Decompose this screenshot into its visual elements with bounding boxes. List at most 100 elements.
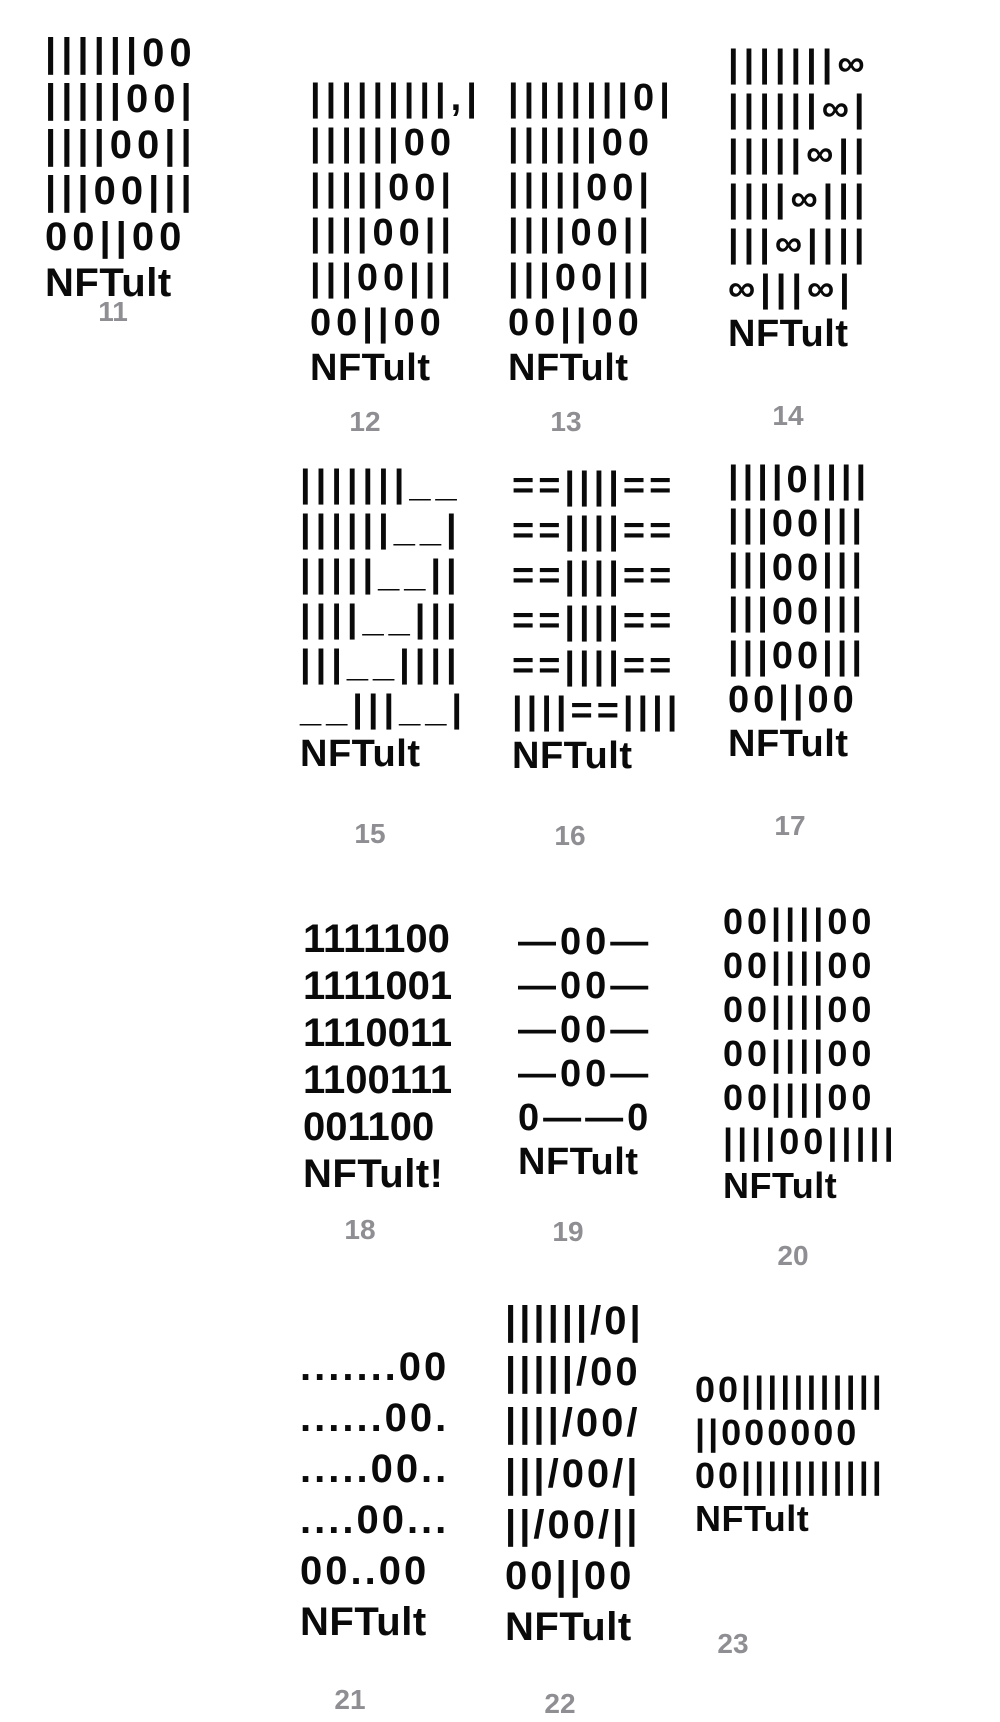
nft-number-label: 12 [349, 406, 381, 437]
art-line: ||||==|||| [512, 690, 682, 732]
art-line: ∞|||∞| [728, 268, 855, 310]
art-line: |||__|||| [300, 643, 462, 685]
art-line: ||||||00 [508, 122, 655, 164]
art-line: —00— [518, 921, 653, 963]
art-line: |||/00/| [505, 1452, 641, 1496]
art-line: |||00||| [728, 503, 867, 545]
art-line: ==||||== [512, 510, 676, 552]
nft-card-17[interactable]: ||||0|||||||00||||||00||||||00||||||00||… [728, 458, 870, 841]
nft-number-label: 22 [544, 1688, 576, 1719]
art-line: 001100 [303, 1105, 435, 1149]
art-line: 00||00 [728, 679, 858, 721]
nft-number-label: 17 [774, 810, 806, 841]
nft-title: NFTult [518, 1141, 639, 1183]
nft-number-label: 16 [554, 820, 586, 851]
art-line: __|||__| [300, 688, 468, 730]
art-line: ||||||00 [45, 31, 197, 75]
nft-number-label: 23 [717, 1628, 749, 1659]
art-line: |||||00| [45, 77, 197, 121]
nft-ascii-art: ||||||||0|||||||00|||||00|||||00|||||00|… [508, 76, 675, 346]
nft-ascii-art: |||||||∞||||||∞||||||∞||||||∞||||||∞||||… [728, 42, 870, 312]
art-line: |||||∞|| [728, 133, 870, 175]
art-line: ==||||== [512, 465, 676, 507]
nft-ascii-art: ||||||/0||||||/00||||/00/|||/00/|||/00/|… [505, 1296, 644, 1602]
art-line: 0——0 [518, 1097, 653, 1139]
art-line: ||/00/|| [505, 1503, 641, 1547]
art-line: ||||||∞| [728, 88, 870, 130]
nft-title: NFTult! [303, 1152, 444, 1196]
art-line: |||||||∞ [728, 43, 870, 85]
nft-card-19[interactable]: —00——00——00——00—0——0 NFTult 19 [518, 920, 652, 1247]
nft-title: NFTult [310, 347, 431, 389]
art-line: ||||||__| [300, 508, 462, 550]
art-line: 00||||||||||| [695, 1369, 885, 1410]
nft-title: NFTult [300, 733, 421, 775]
nft-card-16[interactable]: ==||||====||||====||||====||||====||||==… [512, 464, 682, 851]
nft-title: NFTult [45, 261, 172, 305]
art-line: 00..00 [300, 1549, 430, 1593]
nft-card-13[interactable]: ||||||||0|||||||00|||||00|||||00|||||00|… [508, 76, 675, 437]
nft-card-11[interactable]: ||||||00|||||00|||||00|||||00|||00||00 N… [45, 30, 197, 327]
art-line: ||000000 [695, 1412, 860, 1453]
art-line: |||||__|| [300, 553, 462, 595]
art-line: |||||/00 [505, 1350, 641, 1394]
nft-ascii-art: |||||||__||||||__||||||__||||||__||||||_… [300, 462, 467, 732]
art-line: 00||||00 [723, 989, 876, 1030]
art-line: 00||||00 [723, 1033, 876, 1074]
nft-card-15[interactable]: |||||||__||||||__||||||__||||||__||||||_… [300, 462, 467, 849]
art-line: —00— [518, 1053, 653, 1095]
art-line: |||00||| [728, 591, 867, 633]
nft-number-label: 21 [334, 1684, 366, 1715]
art-line: |||||||||,| [310, 77, 482, 119]
art-line: 00||||00 [723, 1077, 876, 1118]
art-line: 00||||00 [723, 945, 876, 986]
nft-number-label: 14 [772, 400, 804, 431]
nft-card-14[interactable]: |||||||∞||||||∞||||||∞||||||∞||||||∞||||… [728, 42, 870, 431]
art-line: 00||||00 [723, 901, 876, 942]
art-line: ....00... [300, 1498, 450, 1542]
nft-ascii-art: —00——00——00——00—0——0 [518, 920, 652, 1140]
art-line: |||00||| [728, 635, 867, 677]
nft-card-22[interactable]: ||||||/0||||||/00||||/00/|||/00/|||/00/|… [505, 1296, 644, 1719]
nft-ascii-art: ||||0|||||||00||||||00||||||00||||||00||… [728, 458, 870, 722]
art-line: |||00||| [728, 547, 867, 589]
nft-title: NFTult [695, 1498, 810, 1539]
art-line: 1111001 [303, 964, 453, 1008]
art-line: 1110011 [303, 1011, 453, 1055]
nft-title: NFTult [512, 735, 633, 777]
art-line: ||||00|| [508, 212, 655, 254]
art-line: ||||||||0| [508, 77, 675, 119]
art-line: ||||00||||| [723, 1121, 898, 1162]
art-line: ==||||== [512, 645, 676, 687]
art-line: |||00||| [310, 257, 457, 299]
art-line: ||||||00 [310, 122, 457, 164]
art-line: |||||00| [508, 167, 655, 209]
nft-title: NFTult [728, 723, 849, 765]
art-line: ......00. [300, 1396, 450, 1440]
art-line: 00||00 [310, 302, 446, 344]
nft-ascii-art: .......00......00......00......00...00..… [300, 1342, 449, 1597]
art-line: ||||/00/ [505, 1401, 641, 1445]
nft-title: NFTult [508, 347, 629, 389]
nft-title: NFTult [728, 313, 849, 355]
art-line: 00||00 [45, 215, 187, 259]
art-line: 00||00 [505, 1554, 635, 1598]
art-line: ||||00|| [45, 123, 197, 167]
nft-number-label: 18 [344, 1214, 376, 1245]
nft-number-label: 19 [552, 1216, 584, 1247]
art-line: |||||00| [310, 167, 457, 209]
nft-number-label: 13 [550, 406, 582, 437]
nft-card-21[interactable]: .......00......00......00......00...00..… [300, 1342, 449, 1715]
art-line: |||||||__ [300, 463, 462, 505]
nft-number-label: 15 [354, 818, 386, 849]
nft-card-12[interactable]: |||||||||,|||||||00|||||00|||||00|||||00… [310, 76, 482, 437]
nft-ascii-art: |||||||||,|||||||00|||||00|||||00|||||00… [310, 76, 482, 346]
nft-title: NFTult [300, 1600, 427, 1644]
art-line: ==||||== [512, 600, 676, 642]
